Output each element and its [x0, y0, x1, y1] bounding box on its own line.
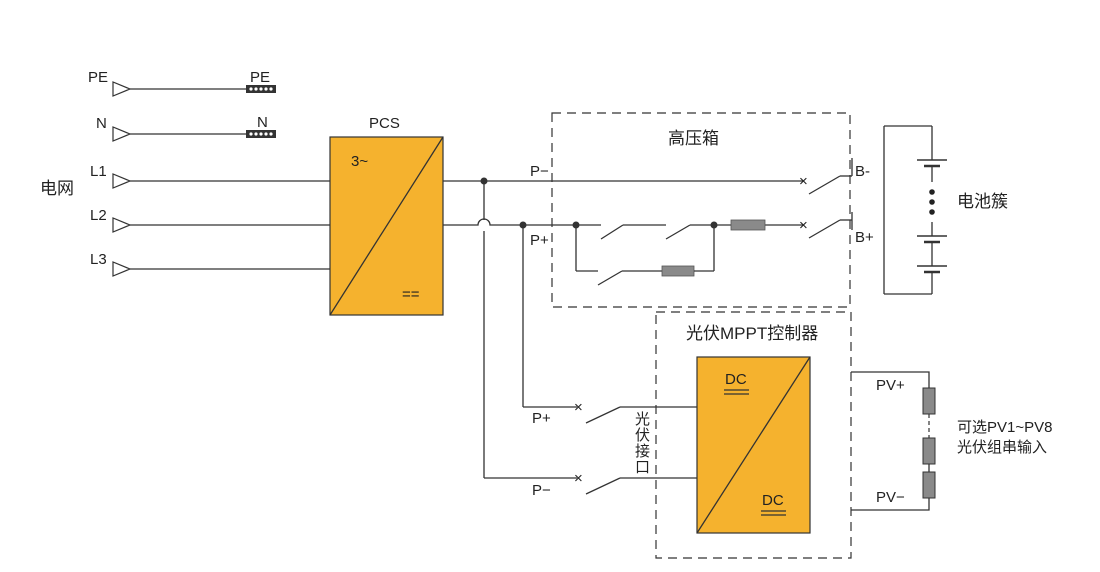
l2-label: L2: [90, 207, 107, 224]
mppt-p-minus-switch: [585, 477, 621, 495]
battery-dot-2: [929, 199, 935, 205]
mppt-dc-out-label: DC: [762, 492, 784, 509]
pcs-dc-symbol: ==: [402, 286, 420, 303]
pv-plus-label: PV+: [876, 377, 905, 394]
n-terminal-label: N: [257, 114, 268, 131]
mppt-p-minus-label: P−: [532, 482, 551, 499]
pe-terminal-label: PE: [250, 69, 270, 86]
mppt-dc-in-label: DC: [725, 371, 747, 388]
l3-arrow-icon: [112, 261, 132, 277]
precharge-resistor: [661, 265, 695, 277]
fuse: [730, 219, 766, 231]
pcs-title: PCS: [369, 115, 400, 132]
hv-b-plus-label: B+: [855, 229, 874, 246]
pv-plus-wire: [851, 371, 930, 388]
n-label: N: [96, 115, 107, 132]
l2-arrow-icon: [112, 217, 132, 233]
l1-label: L1: [90, 163, 107, 180]
battery-label: 电池簇: [957, 192, 1008, 211]
b-plus-switch-mark: ×: [799, 217, 808, 234]
pe-terminal-holes: [249, 87, 273, 91]
grid-label: 电网: [40, 179, 74, 198]
b-plus-switch: [808, 219, 841, 239]
pv-interface-label-bg: [633, 409, 651, 475]
pe-label: PE: [88, 69, 108, 86]
pv-interface-char-3: 接: [635, 443, 650, 460]
pos-contactor-gap: [666, 218, 690, 232]
mppt-p-plus-label: P+: [532, 410, 551, 427]
pos-contactor-switch: [665, 224, 691, 240]
precharge-junction-left: [572, 221, 580, 229]
b-minus-switch: [808, 175, 841, 195]
hv-box-title: 高压箱: [668, 129, 719, 148]
main-contactor-switch: [600, 224, 624, 240]
n-terminal-holes: [249, 132, 273, 136]
pv-desc-line1: 可选PV1~PV8: [957, 419, 1052, 436]
n-arrow-icon: [112, 126, 132, 142]
pv-module-1: [922, 387, 936, 415]
pv-interface-char-4: 口: [635, 459, 650, 476]
hv-p-plus-label: P+: [530, 232, 549, 249]
pcs-ac-symbol: 3~: [351, 153, 368, 170]
pv-module-3: [922, 471, 936, 499]
mppt-p-plus-switch: [585, 406, 621, 424]
pv-interface-char-1: 光: [635, 411, 650, 428]
mppt-p-plus-switch-mark: ×: [574, 399, 583, 416]
pv-minus-label: PV−: [876, 489, 905, 506]
pv-desc-line2: 光伏组串输入: [957, 439, 1047, 456]
battery-dot-1: [929, 189, 935, 195]
hv-b-minus-label: B-: [855, 163, 870, 180]
pcs-diagonal: [329, 136, 444, 316]
pv-minus-wire: [851, 498, 930, 511]
pv-module-2: [922, 437, 936, 465]
pv-interface-char-2: 伏: [635, 427, 650, 444]
pe-arrow-icon: [112, 81, 132, 97]
mppt-frame: [655, 311, 852, 559]
main-contactor-gap: [601, 218, 623, 232]
hv-box-frame: [551, 112, 851, 308]
battery-dot-3: [929, 209, 935, 215]
hv-p-minus-label: P−: [530, 163, 549, 180]
b-minus-switch-mark: ×: [799, 173, 808, 190]
l1-arrow-icon: [112, 173, 132, 189]
mppt-diagonal: [696, 356, 811, 534]
precharge-junction-right: [710, 221, 718, 229]
mppt-p-minus-switch-mark: ×: [574, 470, 583, 487]
mppt-title: 光伏MPPT控制器: [686, 324, 818, 343]
l3-label: L3: [90, 251, 107, 268]
precharge-switch: [597, 270, 623, 286]
